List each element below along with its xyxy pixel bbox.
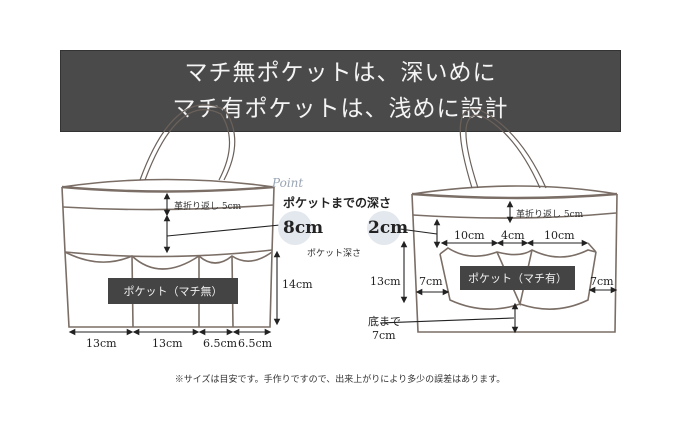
right-pocket-width-3: 10cm (544, 229, 575, 242)
right-pocket-label: ポケット（マチ有） (460, 266, 575, 290)
left-fold-label: 革折り返し 5cm (174, 202, 242, 212)
point-label: Point (272, 176, 304, 190)
left-width-3: 6.5cm (203, 337, 238, 350)
depth-heading: ポケットまでの深さ (283, 196, 392, 210)
right-right-margin: 7cm (590, 275, 614, 288)
size-footnote: ※サイズは目安です。手作りですので、出来上がりにより多少の誤差はあります。 (174, 375, 506, 385)
right-bag-dimensions (379, 200, 618, 334)
left-bag-outline (61, 178, 275, 328)
right-pocket-width-2: 4cm (501, 229, 525, 242)
right-pocket-width-1: 10cm (454, 229, 485, 242)
right-depth-circle (367, 211, 401, 245)
left-width-2: 13cm (152, 337, 183, 350)
right-height-label: 13cm (370, 275, 401, 288)
pocket-depth-label: ポケット深さ (307, 249, 362, 259)
headline-banner: マチ無ポケットは、深いめに マチ有ポケットは、浅めに設計 (60, 50, 621, 132)
left-depth-circle (278, 211, 312, 245)
headline-line-2: マチ有ポケットは、浅めに設計 (172, 96, 509, 122)
left-bag-dimensions (68, 192, 281, 336)
left-depth-value: 8cm (283, 218, 324, 238)
right-left-margin: 7cm (419, 275, 443, 288)
right-fold-label: 革折り返し 5cm (516, 210, 584, 220)
left-width-4: 6.5cm (238, 337, 273, 350)
left-pocket-label: ポケット（マチ無） (108, 278, 238, 304)
headline-line-1: マチ無ポケットは、深いめに (184, 60, 497, 86)
bottom-label-1: 底まで (368, 315, 401, 328)
left-width-1: 13cm (86, 337, 117, 350)
right-depth-value: 2cm (368, 218, 409, 238)
bottom-label-2: 7cm (372, 329, 396, 342)
left-height-label: 14cm (282, 278, 313, 291)
